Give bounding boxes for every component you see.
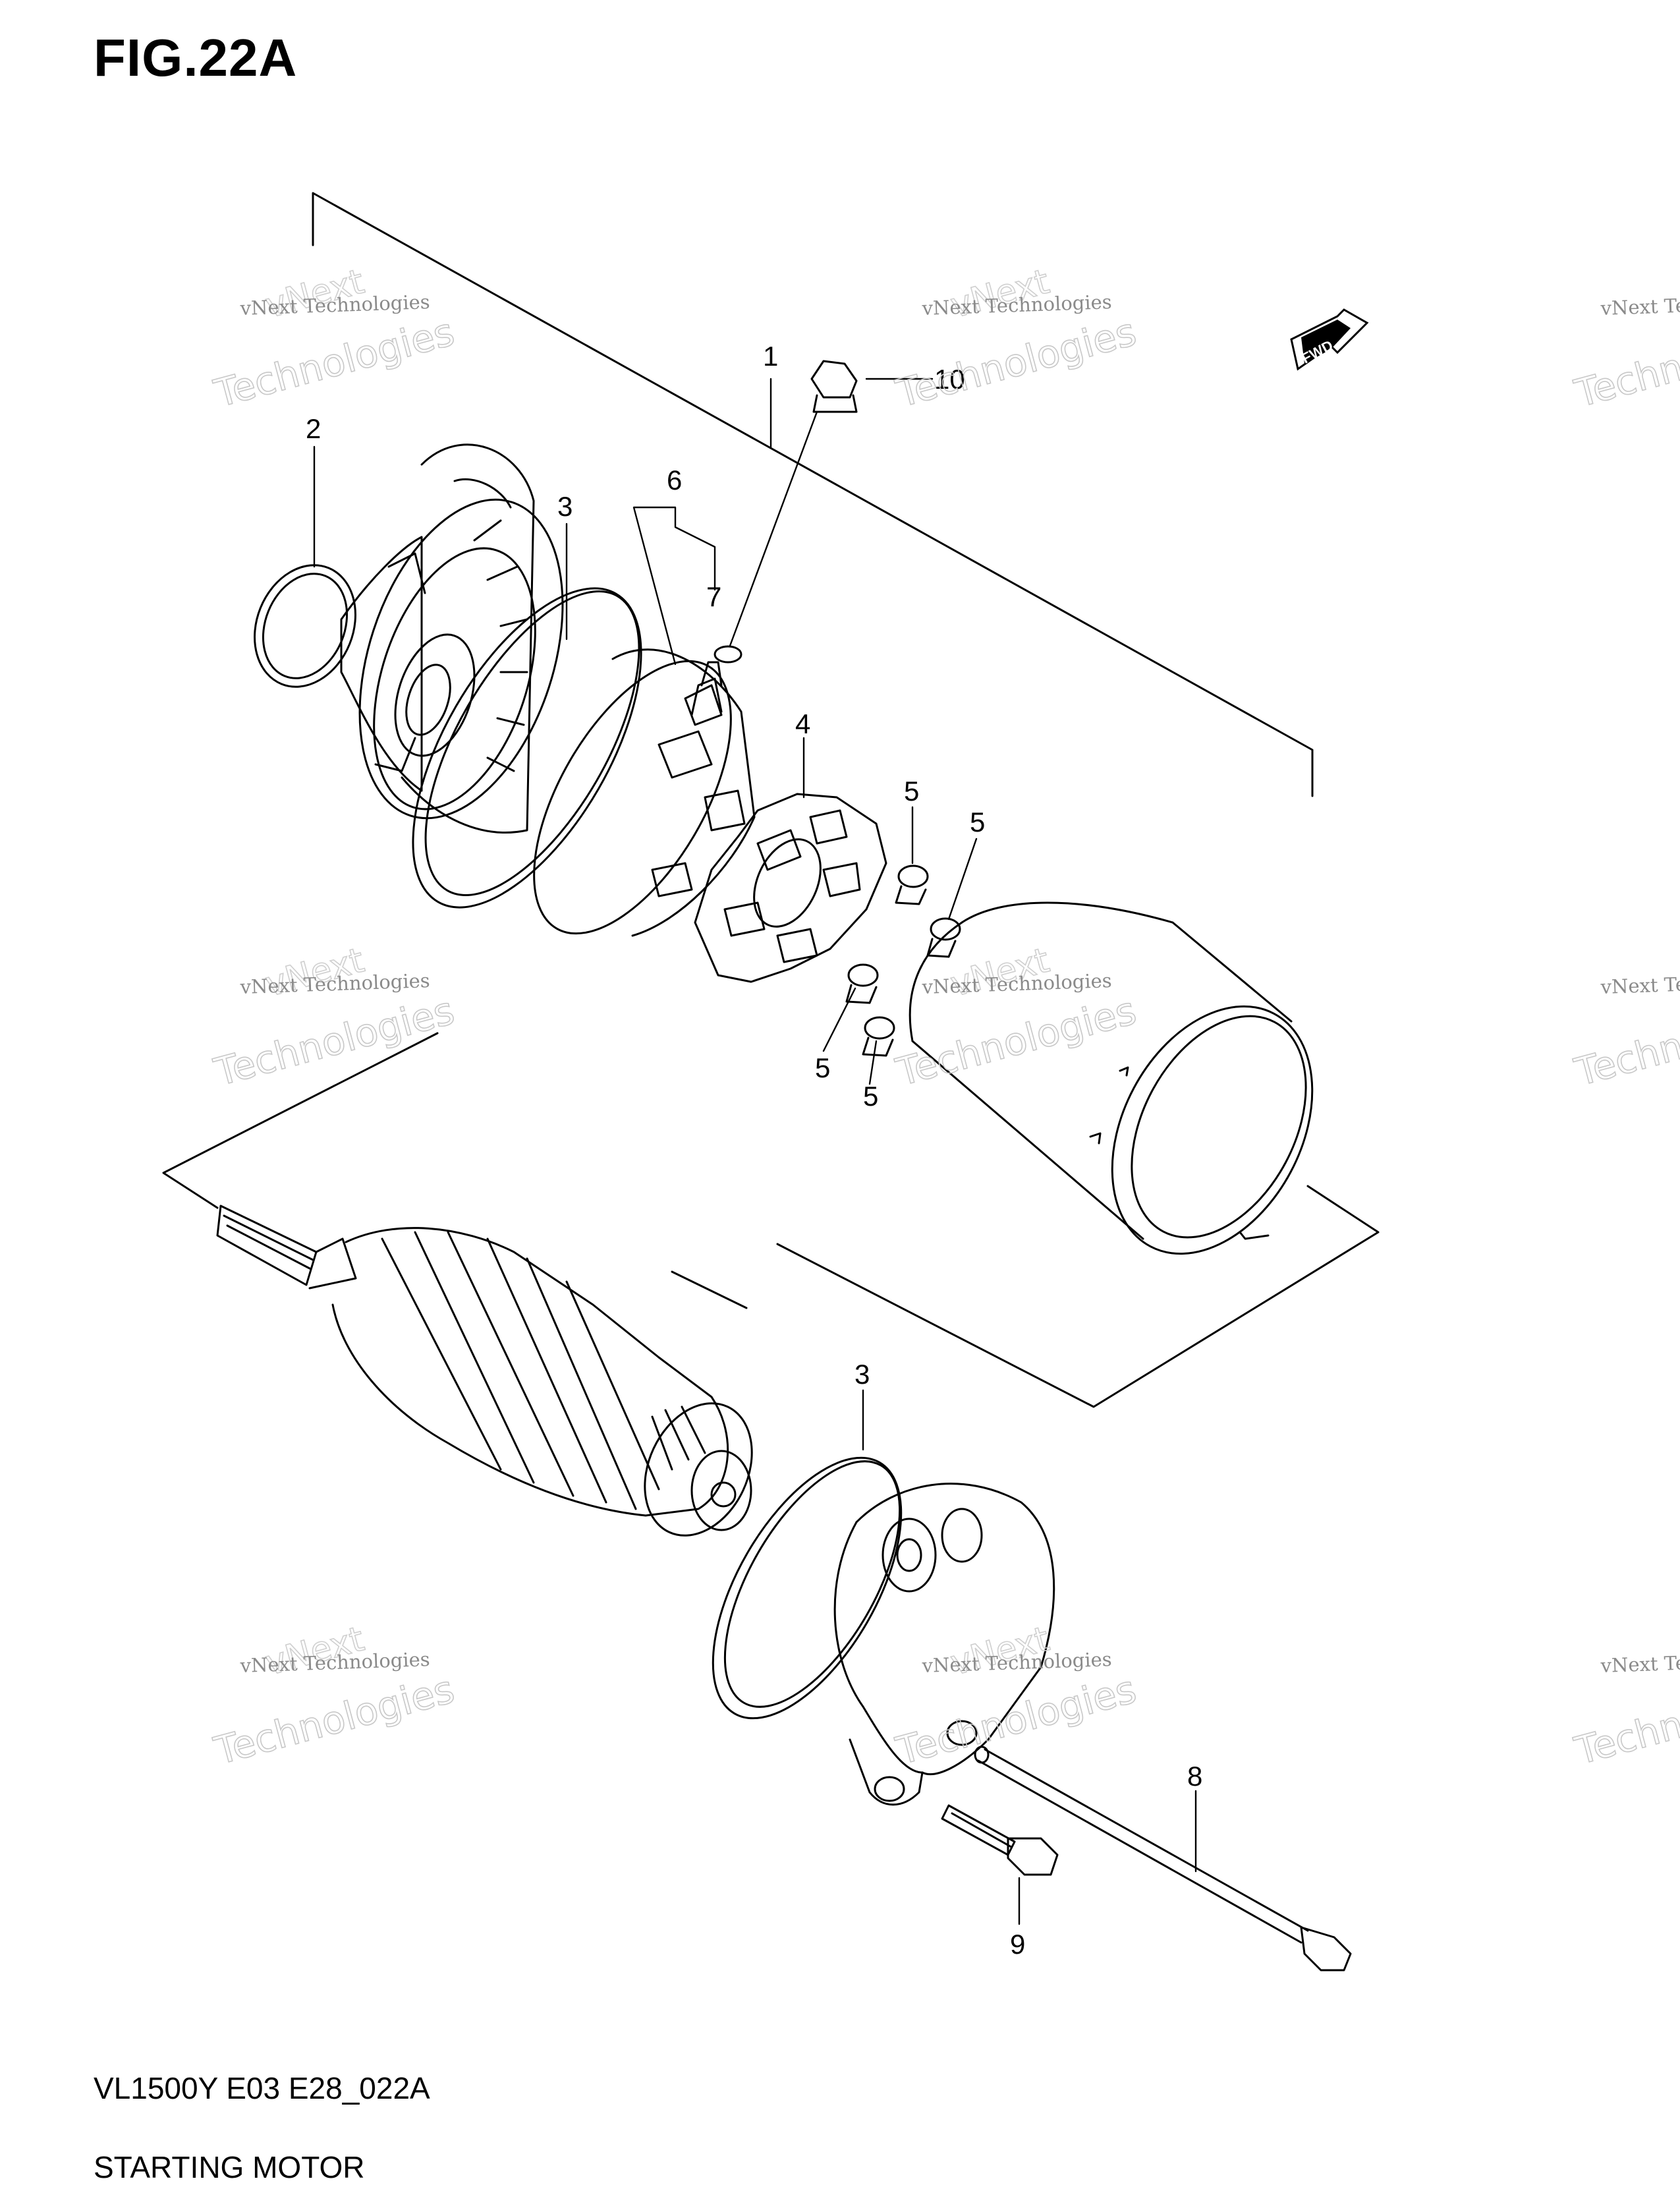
- svg-text:Technologies: Technologies: [210, 1666, 459, 1773]
- watermark-bottom-center: vNext vNext Technologies Technologies: [891, 1619, 1141, 1774]
- watermark-top-right: vNext Technologies Technologies: [1569, 291, 1680, 416]
- callout-numbers: 1 2 3 6 7 10 4 5 5 5 5 3 8 9: [306, 341, 1202, 1960]
- svg-text:Technologies: Technologies: [891, 988, 1140, 1094]
- callout-5-a: 5: [904, 776, 919, 807]
- callout-10: 10: [934, 364, 965, 395]
- watermark-top-center: vNext vNext Technologies Technologies: [891, 262, 1141, 417]
- watermark-bottom-right: vNext Technologies Technologies: [1569, 1648, 1680, 1774]
- callout-2: 2: [306, 413, 321, 444]
- armature-group-outline: [162, 1032, 1380, 1408]
- watermark-mid-right: vNext Technologies Technologies: [1569, 969, 1680, 1095]
- callout-3-lower: 3: [854, 1359, 870, 1390]
- callout-8: 8: [1187, 1761, 1202, 1792]
- svg-text:vNext Technologies: vNext Technologies: [1600, 969, 1680, 998]
- gasket-ring-upper: [412, 587, 642, 909]
- callout-6: 6: [667, 465, 682, 496]
- watermark-bottom-left: vNext vNext Technologies Technologies: [209, 1619, 459, 1774]
- svg-text:Technologies: Technologies: [891, 309, 1140, 416]
- motor-yoke-part: [909, 901, 1314, 1255]
- nut-part: [810, 360, 858, 413]
- svg-text:Technologies: Technologies: [1570, 1666, 1680, 1773]
- brush-springs: [845, 865, 961, 1057]
- brush-holder-part: [694, 793, 887, 983]
- armature-part: [216, 1205, 753, 1537]
- fwd-badge: FWD: [1290, 308, 1369, 371]
- rear-bracket-housing: [833, 1483, 1055, 1806]
- svg-text:Technologies: Technologies: [210, 309, 459, 416]
- svg-text:Technologies: Technologies: [891, 1666, 1140, 1773]
- svg-text:vNext Technologies: vNext Technologies: [1600, 1648, 1680, 1677]
- callout-3-upper: 3: [557, 491, 573, 522]
- small-o-ring-part: [714, 645, 742, 664]
- front-bracket-housing: [340, 443, 564, 834]
- section-name: STARTING MOTOR: [94, 2150, 365, 2184]
- watermark-mid-center: vNext vNext Technologies Technologies: [891, 940, 1141, 1096]
- svg-text:vNext Technologies: vNext Technologies: [1600, 291, 1680, 320]
- svg-text:Technologies: Technologies: [1570, 988, 1680, 1094]
- callout-5-c: 5: [815, 1052, 830, 1083]
- model-code: VL1500Y E03 E28_022A: [94, 2071, 430, 2105]
- gasket-ring-lower: [712, 1456, 903, 1720]
- callout-5-b: 5: [970, 807, 985, 837]
- leader-lines: [313, 378, 1197, 1925]
- figure-title: FIG.22A: [94, 28, 298, 87]
- short-bolt-part: [941, 1804, 1059, 1876]
- long-through-bolt: [974, 1745, 1352, 1972]
- o-ring-part: [254, 564, 356, 688]
- assembly-bracket: [312, 192, 1314, 797]
- callout-4: 4: [795, 708, 810, 739]
- svg-text:Technologies: Technologies: [1570, 309, 1680, 416]
- callout-7: 7: [706, 581, 721, 612]
- callout-9: 9: [1010, 1929, 1025, 1960]
- callout-5-d: 5: [863, 1081, 878, 1112]
- watermark-top-left: vNext vNext Technologies Technologies: [209, 262, 459, 417]
- callout-1: 1: [763, 341, 778, 372]
- watermark-mid-left: vNext vNext Technologies Technologies: [209, 940, 459, 1096]
- brush-plate-assembly: [533, 648, 756, 937]
